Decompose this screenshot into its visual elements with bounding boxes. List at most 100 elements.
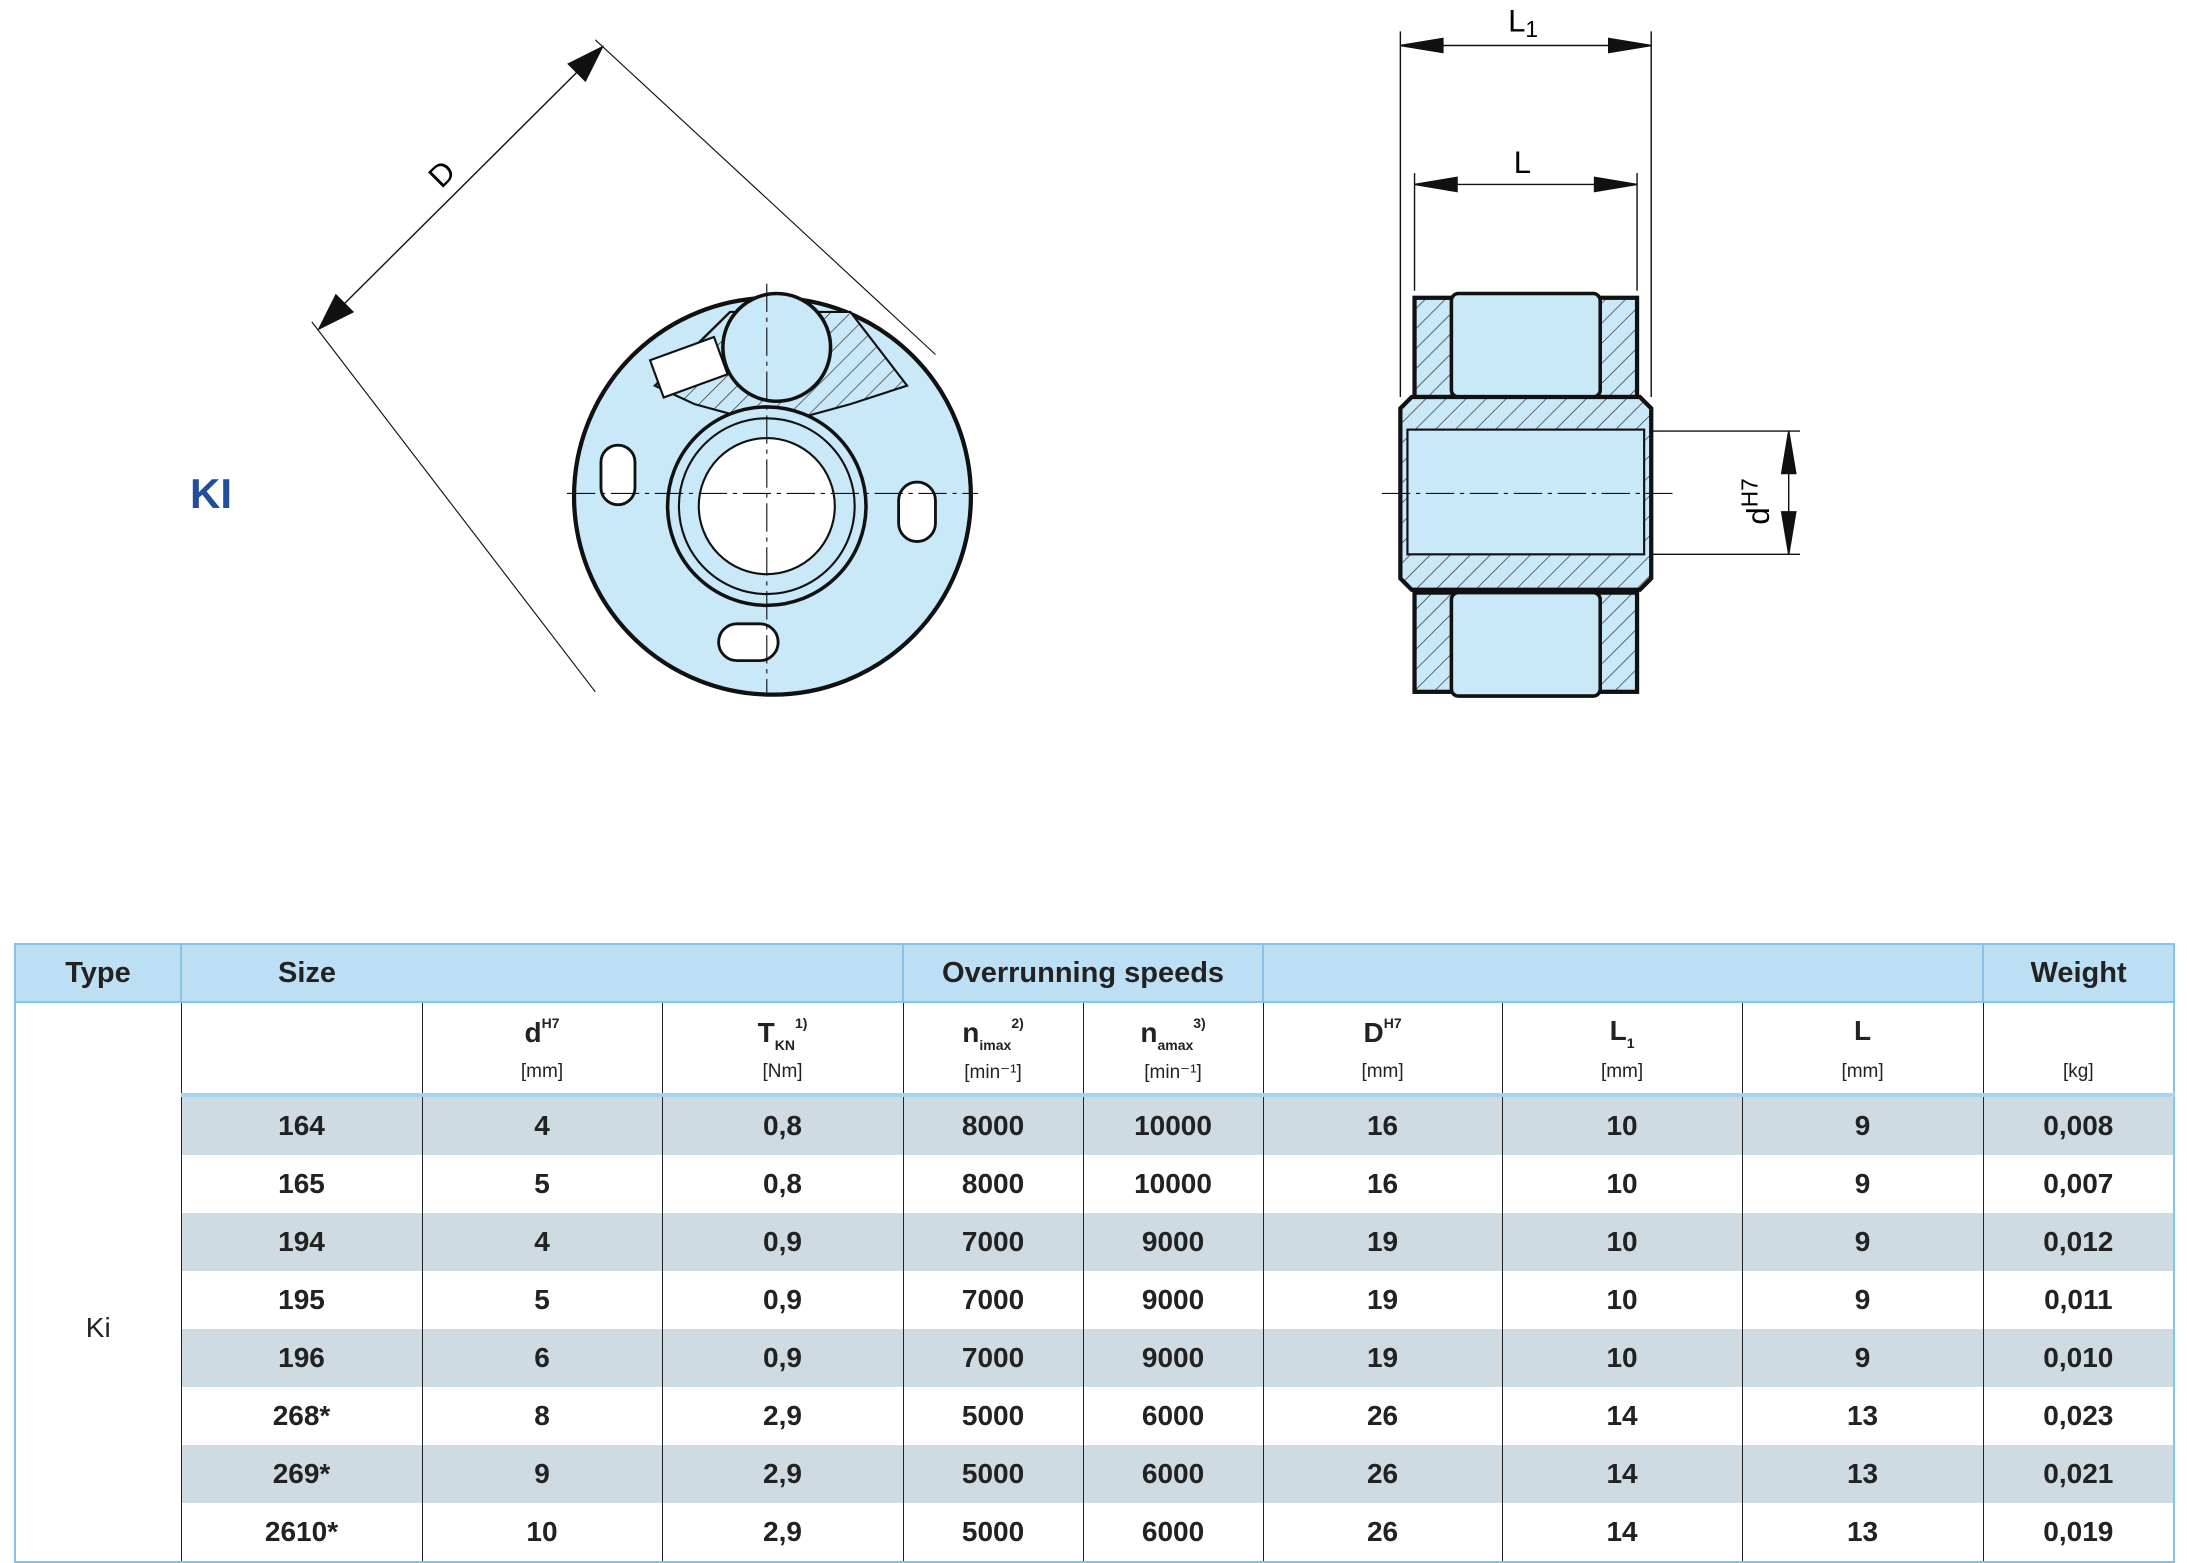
column-unit: [kg]	[2063, 1061, 2094, 1082]
table-cell: 4	[421, 1213, 662, 1271]
table-cell: 9	[421, 1445, 662, 1503]
table-cell: 6000	[1082, 1445, 1264, 1503]
column-header-0: dH7 [mm]	[421, 1002, 662, 1097]
table-cell: 19	[1262, 1213, 1503, 1271]
table-cell: 10000	[1082, 1095, 1264, 1155]
table-cell: 6	[421, 1329, 662, 1387]
size-cell: 196	[180, 1329, 422, 1387]
size-cell: 165	[180, 1155, 422, 1213]
table-cell: 0,9	[661, 1271, 904, 1329]
table-cell: 0,9	[661, 1329, 904, 1387]
table-cell: 8000	[902, 1095, 1084, 1155]
table-cell: 10	[1501, 1095, 1743, 1155]
table-cell: 16	[1262, 1155, 1503, 1213]
header-weight: Weight	[1982, 943, 2176, 1003]
table-cell: 26	[1262, 1387, 1503, 1445]
table-cell: 0,019	[1982, 1503, 2176, 1563]
table-cell: 14	[1501, 1503, 1743, 1563]
header-size: Size	[179, 943, 905, 1003]
table-cell: 13	[1741, 1445, 1984, 1503]
table-cell: 13	[1741, 1503, 1984, 1563]
table-cell: 10	[1501, 1271, 1743, 1329]
table-cell: 9000	[1082, 1271, 1264, 1329]
column-header-5: L1 [mm]	[1501, 1002, 1743, 1097]
table-cell: 9	[1741, 1213, 1984, 1271]
table-cell: 5	[421, 1271, 662, 1329]
column-symbol: L1	[1609, 1015, 1635, 1051]
column-header-4: DH7 [mm]	[1262, 1002, 1503, 1097]
size-cell: 268*	[180, 1387, 422, 1445]
table-cell: 0,011	[1982, 1271, 2176, 1329]
table-cell: 26	[1262, 1445, 1503, 1503]
column-symbol: dH7	[524, 1015, 560, 1048]
units-row: dH7[mm]TKN1)[Nm]nimax2)[min⁻¹]namax3)[mi…	[14, 1002, 2176, 1097]
table-cell: 19	[1262, 1271, 1503, 1329]
units-type-cell	[14, 1002, 181, 1095]
dim-L1-label: L1	[1508, 3, 1538, 42]
table-cell: 9	[1741, 1155, 1984, 1213]
column-unit: [mm]	[1600, 1061, 1644, 1082]
units-size-cell	[180, 1002, 422, 1097]
size-cell: 2610*	[180, 1503, 422, 1563]
table-cell: 4	[421, 1095, 662, 1155]
column-unit: [mm]	[1361, 1061, 1404, 1082]
column-symbol: L	[1854, 1015, 1872, 1046]
header-type: Type	[14, 943, 182, 1003]
header-dimensions	[1262, 943, 1985, 1003]
table-cell: 9	[1741, 1271, 1984, 1329]
table-cell: 7000	[902, 1271, 1084, 1329]
size-cell: 195	[180, 1271, 422, 1329]
column-unit: [min⁻¹]	[964, 1062, 1022, 1083]
dim-D-label: D	[422, 154, 463, 195]
table-cell: 10	[1501, 1213, 1743, 1271]
column-unit: [min⁻¹]	[1144, 1062, 1202, 1083]
technical-drawing: D L1 L dH7	[311, 3, 1801, 698]
column-symbol: TKN1)	[757, 1015, 808, 1053]
table-cell: 2,9	[661, 1387, 904, 1445]
side-view	[1381, 31, 1801, 698]
table-cell: 26	[1262, 1503, 1503, 1563]
table-cell: 8000	[902, 1155, 1084, 1213]
table-cell: 0,9	[661, 1213, 904, 1271]
table-cell: 10	[1501, 1329, 1743, 1387]
table-cell: 7000	[902, 1329, 1084, 1387]
table-cell: 9000	[1082, 1213, 1264, 1271]
column-symbol: nimax2)	[962, 1015, 1024, 1053]
table-cell: 5	[421, 1155, 662, 1213]
table-cell: 5000	[902, 1445, 1084, 1503]
table-cell: 9	[1741, 1329, 1984, 1387]
roller	[721, 291, 833, 404]
column-unit: [Nm]	[762, 1061, 803, 1082]
table-cell: 10	[1501, 1155, 1743, 1213]
table-cell: 2,9	[661, 1503, 904, 1563]
column-unit: [mm]	[1841, 1061, 1884, 1082]
size-cell: 194	[180, 1213, 422, 1271]
specs-table: Type Size Overrunning speeds Weight dH7[…	[14, 943, 2176, 1563]
column-header-1: TKN1) [Nm]	[661, 1002, 904, 1097]
column-header-3: namax3)[min⁻¹]	[1082, 1002, 1264, 1097]
table-cell: 16	[1262, 1095, 1503, 1155]
table-cell: 14	[1501, 1445, 1743, 1503]
front-view	[311, 39, 978, 697]
table-cell: 0,012	[1982, 1213, 2176, 1271]
column-symbol: DH7	[1363, 1015, 1402, 1048]
table-cell: 5000	[902, 1503, 1084, 1563]
table-cell: 6000	[1082, 1387, 1264, 1445]
table-cell: 0,023	[1982, 1387, 2176, 1445]
type-cell: Ki	[14, 1095, 181, 1563]
dim-L-label: L	[1514, 145, 1531, 180]
size-cell: 164	[180, 1095, 422, 1155]
size-cell: 269*	[180, 1445, 422, 1503]
table-cell: 19	[1262, 1329, 1503, 1387]
table-cell: 13	[1741, 1387, 1984, 1445]
table-cell: 14	[1501, 1387, 1743, 1445]
column-unit: [mm]	[520, 1061, 564, 1082]
column-header-2: nimax2) [min⁻¹]	[902, 1002, 1084, 1097]
